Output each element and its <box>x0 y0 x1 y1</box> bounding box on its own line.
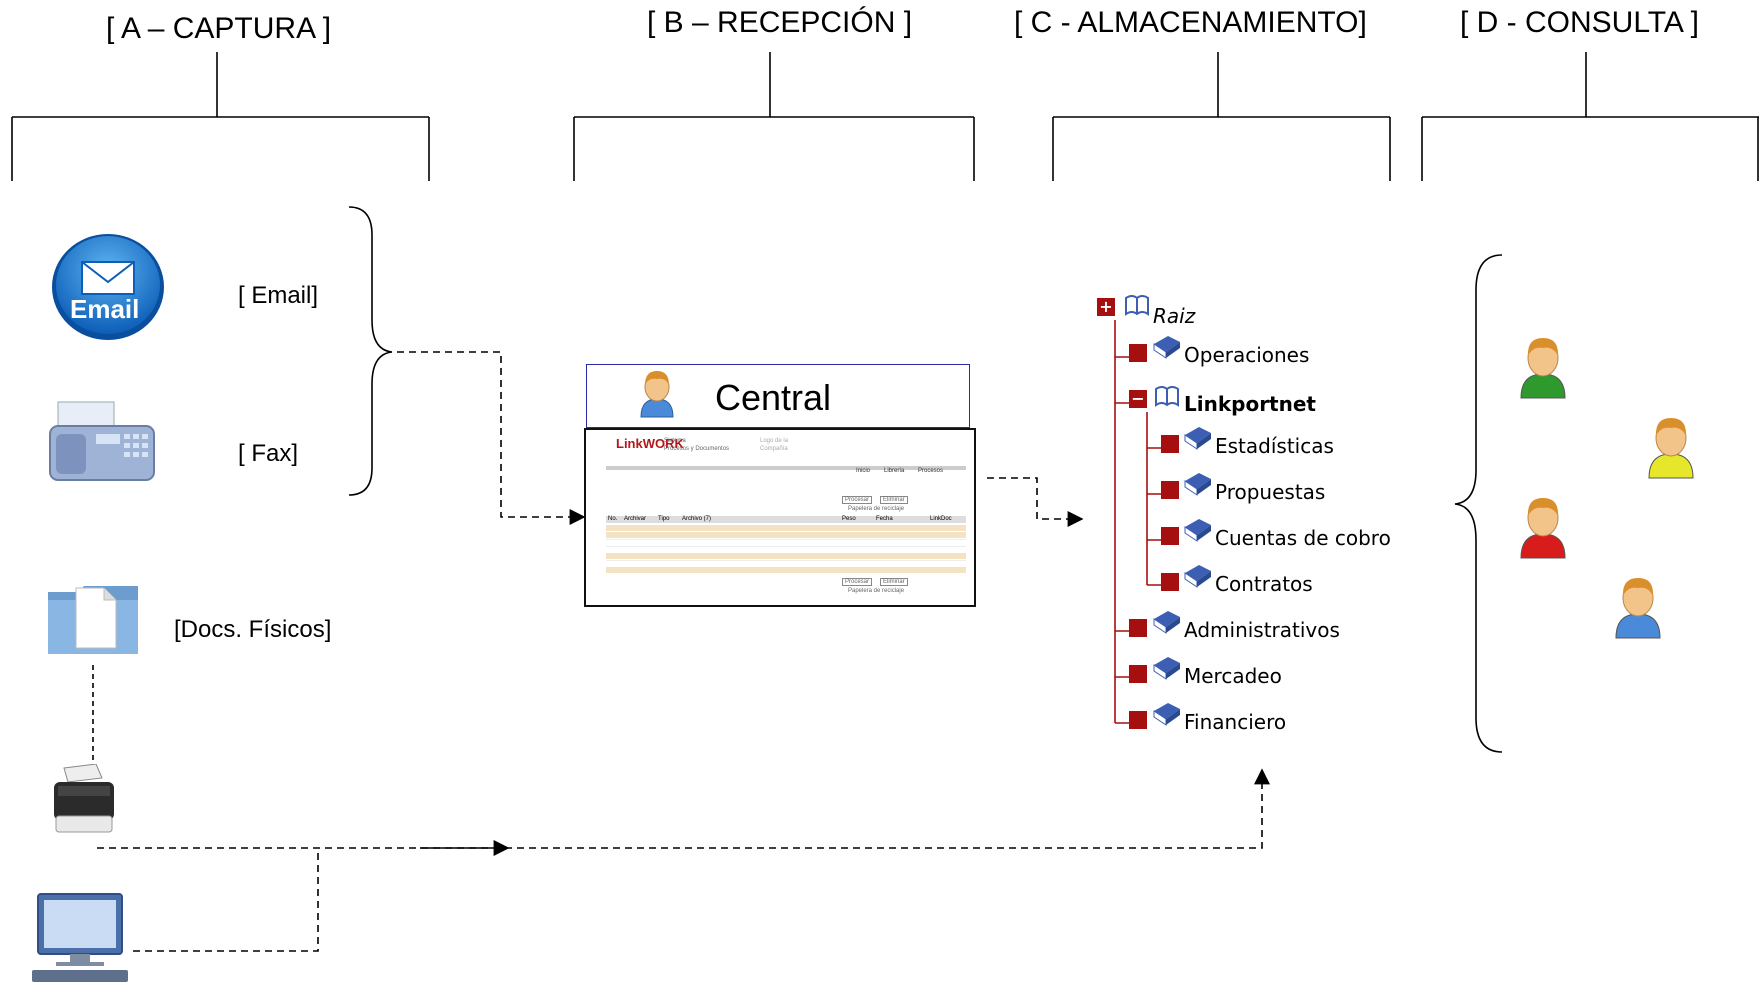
tree-node-propuestas[interactable]: Propuestas <box>1215 480 1326 504</box>
linkwork-screenshot: LinkWORK Sistema Procesos y Documentos L… <box>584 428 976 607</box>
tree-node-contratos[interactable]: Contratos <box>1215 572 1313 596</box>
tree-bullet <box>1161 481 1179 499</box>
docs-fisicos-label: [Docs. Físicos] <box>174 616 332 643</box>
central-panel: Central <box>586 364 970 428</box>
col-no: No. <box>608 516 618 522</box>
book-icon <box>1184 519 1211 542</box>
computer-monitor-icon <box>30 892 130 984</box>
fax-machine-icon <box>46 398 158 484</box>
tree-node-raiz[interactable]: Raiz <box>1153 304 1196 328</box>
tree-bullet <box>1129 665 1147 683</box>
stage-a-title: [ A – CAPTURA ] <box>106 12 332 45</box>
table-row[interactable] <box>606 560 966 567</box>
col-linkdoc: LinkDoc <box>930 516 952 522</box>
folder-document-icon <box>46 582 140 656</box>
col-fecha: Fecha <box>876 516 893 522</box>
central-title: Central <box>715 377 832 418</box>
bracket-c <box>1052 52 1391 181</box>
book-icon <box>1184 427 1211 450</box>
procesar-button-bottom[interactable]: Procesar <box>842 578 873 586</box>
tree-node-financiero[interactable]: Financiero <box>1184 710 1287 734</box>
scanner-icon <box>50 763 118 836</box>
tree-expand-raiz[interactable]: + <box>1097 298 1115 316</box>
table-row[interactable] <box>606 553 966 559</box>
nav-libreria[interactable]: Librería <box>884 468 905 474</box>
recycle-bin-link-bottom[interactable]: Papelera de reciclaje <box>848 588 905 594</box>
company-logo-2: Compañía <box>760 446 788 452</box>
user-icon <box>1612 574 1664 645</box>
user-icon <box>1517 494 1569 565</box>
stage-d-title: [ D - CONSULTA ] <box>1460 6 1699 39</box>
tree-node-cuentas-de-cobro[interactable]: Cuentas de cobro <box>1215 526 1391 550</box>
fax-label: [ Fax] <box>238 440 299 467</box>
email-icon <box>50 232 166 342</box>
tree-node-operaciones[interactable]: Operaciones <box>1184 343 1310 367</box>
col-archivar: Archivar <box>624 516 647 522</box>
table-row[interactable] <box>606 532 966 538</box>
book-icon <box>1153 336 1180 359</box>
book-icon <box>1153 611 1180 634</box>
bracket-b <box>573 52 975 181</box>
tree-bullet <box>1161 527 1179 545</box>
email-badge-text: Email <box>70 294 140 324</box>
tree-bullet <box>1129 711 1147 729</box>
table-row[interactable] <box>606 539 966 546</box>
bracket-a <box>11 52 430 181</box>
tree-bullet <box>1129 344 1147 362</box>
tree-collapse-linkportnet[interactable]: − <box>1129 390 1147 408</box>
tree-node-mercadeo[interactable]: Mercadeo <box>1184 664 1282 688</box>
nav-inicio[interactable]: Inicio <box>856 468 871 474</box>
curly-brace-capture <box>348 206 393 496</box>
tree-bullet <box>1161 573 1179 591</box>
user-icon <box>1645 414 1697 485</box>
open-book-icon <box>1125 295 1149 316</box>
book-icon <box>1153 703 1180 726</box>
procesar-button[interactable]: Procesar <box>842 496 873 504</box>
app-subtitle-1: Sistema <box>664 438 686 444</box>
eliminar-button-bottom[interactable]: Eliminar <box>880 578 908 586</box>
app-logo: LinkWORK <box>616 436 684 451</box>
curly-brace-consult <box>1454 254 1503 753</box>
open-book-icon <box>1155 386 1179 407</box>
company-logo-1: Logo de la <box>760 438 789 444</box>
table-row[interactable] <box>606 525 966 531</box>
tree-node-linkportnet[interactable]: Linkportnet <box>1184 392 1316 416</box>
table-row[interactable] <box>606 546 966 553</box>
book-icon <box>1184 565 1211 588</box>
connector-scanner-to-storage <box>97 768 1270 849</box>
tree-bullet <box>1161 435 1179 453</box>
col-peso: Peso <box>842 516 856 522</box>
tree-bullet <box>1129 619 1147 637</box>
table-row[interactable] <box>606 567 966 573</box>
tree-node-administrativos[interactable]: Administrativos <box>1184 618 1340 642</box>
bracket-d <box>1421 52 1759 181</box>
eliminar-button[interactable]: Eliminar <box>880 496 908 504</box>
col-tipo: Tipo <box>658 516 670 522</box>
nav-procesos[interactable]: Procesos <box>918 468 944 474</box>
recycle-bin-link[interactable]: Papelera de reciclaje <box>848 506 905 512</box>
app-subtitle-2: Procesos y Documentos <box>664 446 730 452</box>
email-label: [ Email] <box>238 282 319 309</box>
col-archivo: Archivo (7) <box>682 516 712 522</box>
user-icon <box>637 369 677 419</box>
stage-c-title: [ C - ALMACENAMIENTO] <box>1014 6 1367 39</box>
connector-central-to-storage <box>987 477 1084 527</box>
connector-capture-to-central <box>397 351 586 525</box>
book-icon <box>1184 473 1211 496</box>
book-icon <box>1153 657 1180 680</box>
user-icon <box>1517 334 1569 405</box>
tree-node-estadisticas[interactable]: Estadísticas <box>1215 434 1334 458</box>
connector-computer-to-line <box>133 848 319 952</box>
stage-b-title: [ B – RECEPCIÓN ] <box>647 6 913 39</box>
